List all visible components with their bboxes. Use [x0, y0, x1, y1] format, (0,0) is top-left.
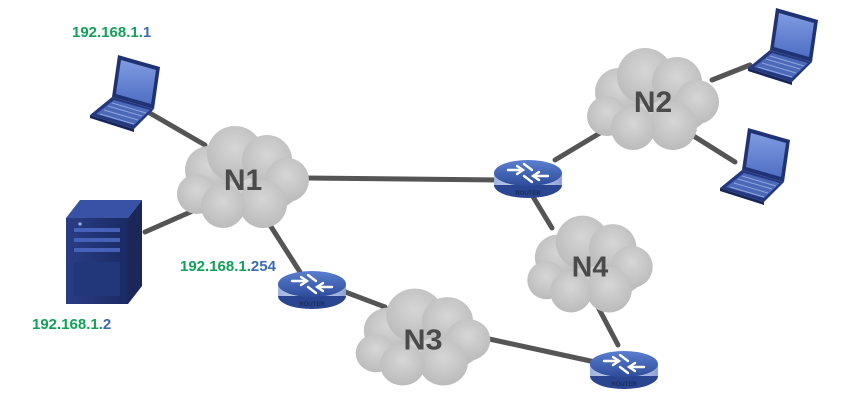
router-label-r3: ROUTER [611, 382, 637, 388]
cloud-n1: N1 [177, 126, 309, 228]
link-server-n1 [142, 207, 198, 235]
ip-laptop1: 192.168.1.1 [72, 24, 151, 41]
server-icon [66, 200, 142, 304]
link-laptop1-n1 [145, 109, 208, 148]
server [66, 200, 142, 304]
link-n1-r1 [265, 219, 303, 275]
router-label-r1: ROUTER [299, 302, 325, 308]
laptop-icon [747, 7, 819, 86]
cloud-label-n1: N1 [224, 164, 262, 197]
laptop-1 [89, 54, 161, 133]
link-n4-r3 [595, 304, 621, 348]
link-n3-r3 [477, 334, 598, 365]
link-r2-n4 [529, 192, 555, 231]
ip-prefix: 192.168.1. [32, 316, 103, 333]
laptop-2 [747, 7, 819, 86]
cloud-label-n2: N2 [634, 86, 672, 119]
cloud-label-n4: N4 [572, 251, 609, 283]
ip-server: 192.168.1.2 [32, 316, 111, 333]
link-r2-n2 [552, 127, 608, 163]
link-n1-r2 [302, 175, 503, 183]
laptop-3 [719, 127, 791, 206]
links [142, 62, 753, 365]
cloud-n3: N3 [355, 288, 491, 386]
link-n2-laptop3 [689, 132, 738, 165]
ip-prefix: 192.168.1. [180, 258, 251, 275]
ip-gateway: 192.168.1.254 [180, 258, 276, 275]
laptop-icon [719, 127, 791, 206]
cloud-label-n3: N3 [403, 324, 442, 356]
laptop-icon [89, 54, 161, 133]
ip-host: 1 [142, 24, 152, 41]
cloud-n2: N2 [587, 48, 719, 150]
ip-host: 254 [250, 258, 276, 275]
ip-host: 2 [102, 316, 112, 333]
router-r2: ROUTER [492, 158, 564, 200]
router-label-r2: ROUTER [515, 191, 541, 197]
link-n2-laptop2 [709, 62, 753, 83]
ip-prefix: 192.168.1. [72, 24, 143, 41]
link-r1-n3 [337, 287, 388, 310]
router-r1: ROUTER [276, 269, 348, 311]
cloud-n4: N4 [527, 215, 653, 313]
router-r3: ROUTER [588, 349, 660, 391]
